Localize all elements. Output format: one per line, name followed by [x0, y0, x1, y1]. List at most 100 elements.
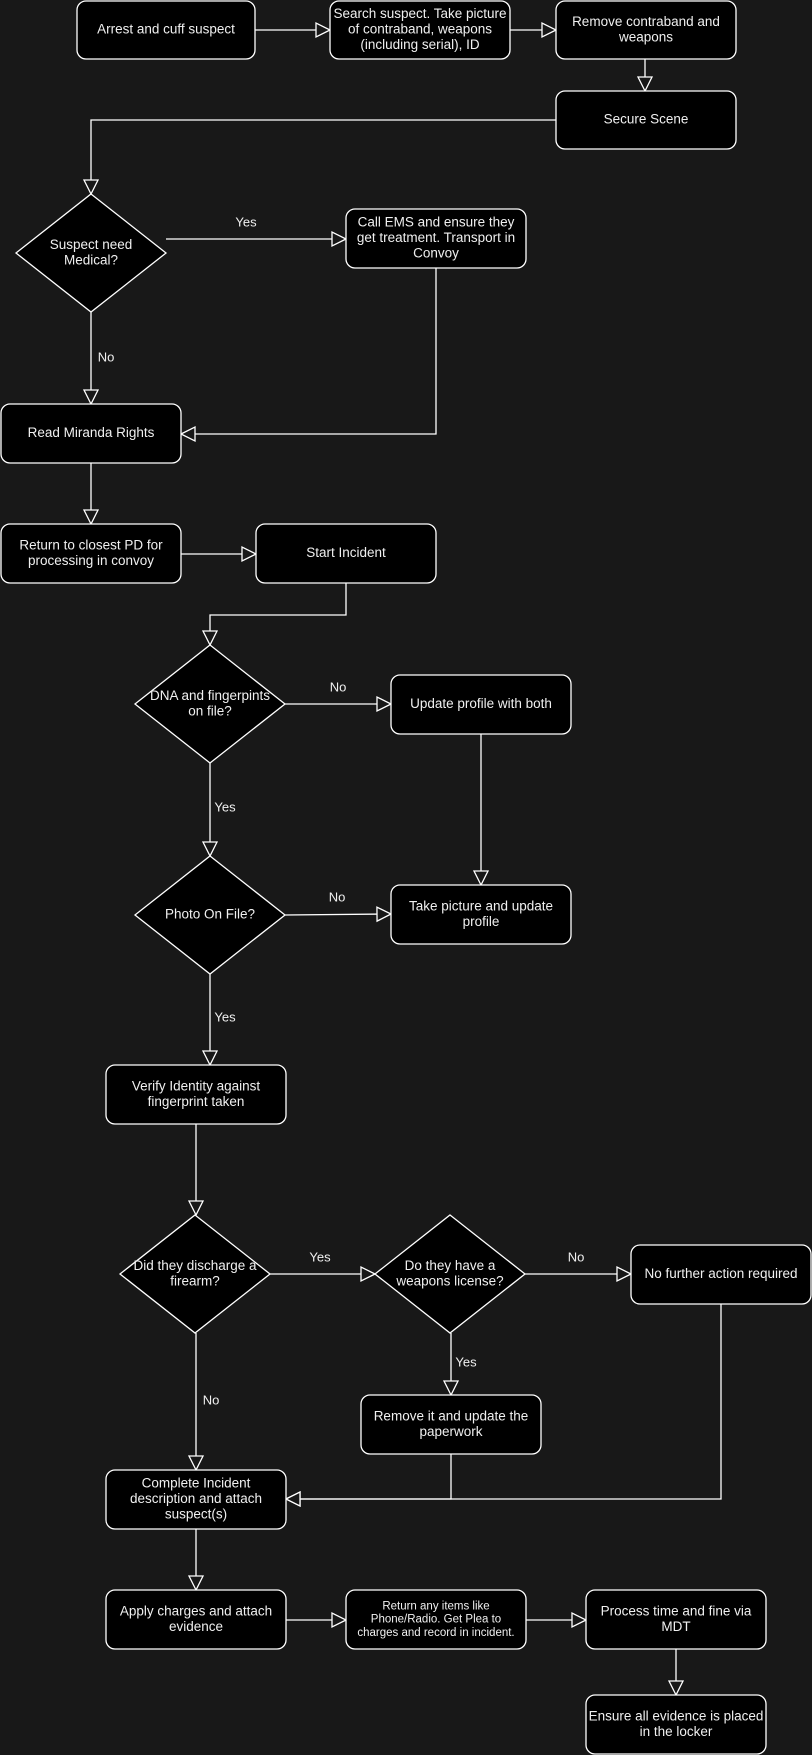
step-shape — [360, 1394, 542, 1455]
step-shape — [0, 523, 182, 584]
step-secure[interactable]: Secure Scene — [555, 90, 737, 150]
connector-complete-to-charges — [187, 1529, 205, 1592]
step-start[interactable]: Start Incident — [255, 523, 437, 584]
arrowhead-icon — [541, 21, 558, 39]
node-text-line: Arrest and cuff suspect — [97, 22, 235, 37]
connector-line — [90, 119, 556, 194]
step-updateboth[interactable]: Update profile with both — [390, 674, 572, 735]
node-text-line: weapons license? — [395, 1273, 503, 1288]
node-text-line: Search suspect. Take picture — [333, 6, 506, 21]
node-text-line: in the locker — [640, 1724, 713, 1739]
node-text-line: (including serial), ID — [360, 37, 480, 52]
edge-label-yes: Yes — [214, 1009, 236, 1024]
arrowhead-icon — [82, 179, 100, 196]
connector-photo-to-takepic: No — [284, 889, 393, 923]
step-shape — [329, 0, 511, 60]
step-shape — [76, 0, 256, 60]
connector-line — [209, 583, 347, 645]
connector-returnpd-to-start — [181, 545, 258, 563]
step-nofurther[interactable]: No further action required — [630, 1244, 812, 1305]
node-text-line: weapons — [618, 29, 673, 44]
node-text-line: suspect(s) — [165, 1507, 227, 1522]
node-text-line: Secure Scene — [604, 112, 689, 127]
node-text-line: Process time and fine via — [601, 1603, 752, 1618]
edge-label-yes: Yes — [235, 214, 257, 229]
node-text-line: No further action required — [644, 1266, 797, 1281]
arrowhead-icon — [201, 1050, 219, 1067]
arrowhead-icon — [187, 1575, 205, 1592]
node-text-line: Ensure all evidence is placed — [589, 1708, 764, 1723]
step-shape — [105, 1469, 287, 1530]
step-shape — [345, 1589, 527, 1650]
edge-label-yes: Yes — [214, 799, 236, 814]
arrowhead-icon — [376, 695, 393, 713]
node-text-line: Return any items like — [382, 1600, 489, 1612]
step-arrest[interactable]: Arrest and cuff suspect — [76, 0, 256, 60]
connector-line — [284, 913, 392, 916]
arrowhead-icon — [284, 1490, 301, 1508]
node-text-line: Take picture and update — [409, 898, 553, 913]
connector-license-to-removeupdate: Yes — [442, 1333, 477, 1397]
connector-search-to-remove — [510, 21, 558, 39]
connector-arrest-to-search — [255, 21, 332, 39]
connector-charges-to-returnitems — [286, 1611, 348, 1629]
arrowhead-icon — [331, 1611, 348, 1629]
step-shape — [345, 208, 527, 269]
arrowhead-icon — [82, 509, 100, 526]
connector-dna-to-updateboth: No — [285, 679, 393, 713]
decision-photo[interactable]: Photo On File? — [133, 855, 287, 975]
arrowhead-icon — [187, 1455, 205, 1472]
connector-ems-to-miranda — [179, 268, 437, 443]
arrowhead-icon — [82, 389, 100, 406]
node-text-line: get treatment. Transport in — [357, 230, 515, 245]
node-text-line: Start Incident — [306, 545, 386, 560]
connector-photo-to-verify: Yes — [201, 974, 236, 1067]
node-text-line: Do they have a — [405, 1258, 496, 1273]
node-text-line: description and attach — [130, 1491, 262, 1506]
connector-medical-to-ems: Yes — [166, 214, 348, 248]
arrowhead-icon — [241, 545, 258, 563]
connector-remove-to-secure — [636, 59, 654, 93]
decision-shape — [133, 644, 287, 764]
node-text-line: Remove it and update the — [374, 1408, 529, 1423]
decision-shape — [118, 1214, 272, 1334]
edge-label-no: No — [329, 889, 346, 904]
step-shape — [105, 1064, 287, 1125]
edge-label-yes: Yes — [309, 1249, 331, 1264]
node-text-line: Update profile with both — [410, 696, 552, 711]
node-text-line: Remove contraband and — [572, 14, 720, 29]
step-shape — [255, 523, 437, 584]
node-text-line: Convoy — [413, 246, 459, 261]
arrowhead-icon — [442, 1380, 460, 1397]
arrowhead-icon — [571, 1611, 588, 1629]
connector-line — [286, 1454, 452, 1500]
node-text-line: charges and record in incident. — [357, 1627, 514, 1639]
connector-dna-to-photo: Yes — [201, 763, 236, 858]
arrowhead-icon — [187, 1200, 205, 1217]
step-miranda[interactable]: Read Miranda Rights — [0, 403, 182, 464]
arrowhead-icon — [636, 76, 654, 93]
arrowhead-icon — [179, 425, 196, 443]
arrowhead-icon — [315, 21, 332, 39]
connector-start-to-dna — [201, 583, 347, 647]
node-text-line: MDT — [661, 1619, 690, 1634]
node-text-line: Apply charges and attach — [120, 1603, 272, 1618]
arrowhead-icon — [472, 870, 490, 887]
